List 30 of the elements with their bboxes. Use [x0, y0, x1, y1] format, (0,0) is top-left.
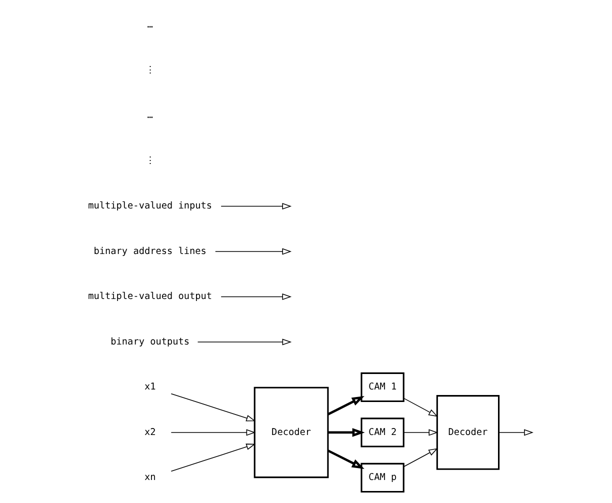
arrow	[220, 293, 292, 300]
arrow	[197, 338, 292, 346]
node-text: x2	[144, 426, 156, 438]
arrow	[403, 429, 438, 436]
arrow	[170, 444, 256, 472]
arrow	[328, 396, 364, 416]
arrow	[170, 429, 256, 436]
node-box: CAM p	[360, 462, 404, 493]
arrow	[220, 202, 292, 210]
label: ⋮	[146, 155, 155, 166]
node-box: Decoder	[254, 386, 329, 478]
node-box: CAM 1	[360, 372, 404, 402]
node-text: binary address lines	[94, 246, 206, 257]
arrow	[170, 393, 256, 422]
arrow	[403, 448, 438, 468]
arrow	[215, 248, 292, 255]
label: …	[147, 20, 153, 31]
node-text: binary outputs	[110, 336, 190, 348]
label: ⋮	[146, 64, 155, 76]
arrow	[328, 450, 364, 469]
node-text: xn	[144, 472, 156, 484]
arrow	[328, 428, 365, 437]
node-text: x1	[144, 382, 156, 393]
node-box: CAM 2	[360, 418, 404, 448]
node-text: multiple-valued inputs	[88, 200, 212, 212]
node-text: multiple-valued output	[88, 291, 212, 302]
arrow	[403, 398, 438, 417]
label: …	[147, 110, 153, 122]
node-box: Decoder	[436, 395, 500, 470]
arrow	[498, 429, 534, 436]
